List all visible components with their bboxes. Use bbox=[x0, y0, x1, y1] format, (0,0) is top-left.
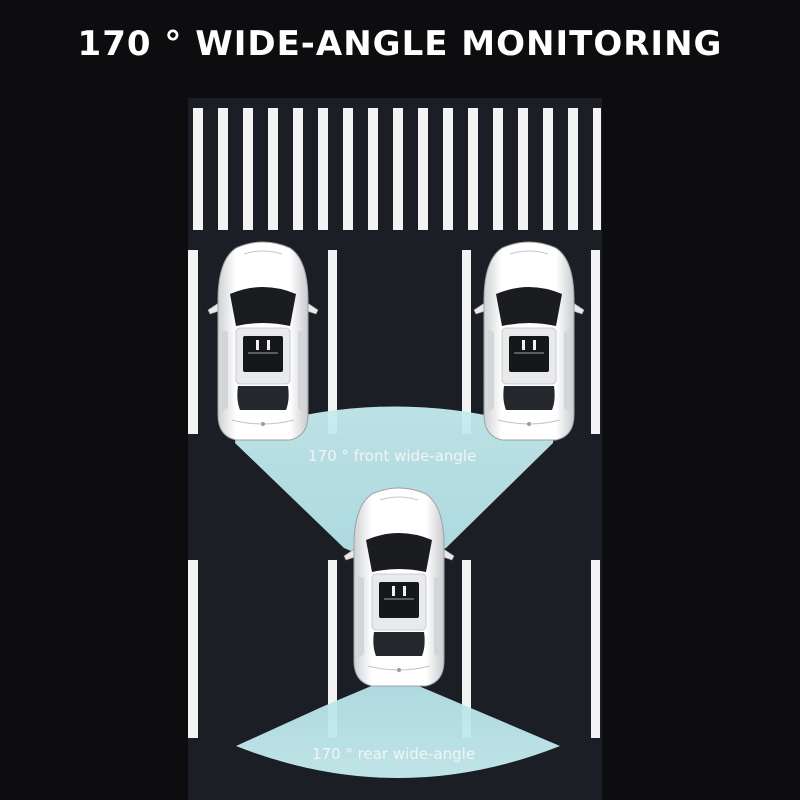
page-title: 170 ° WIDE-ANGLE MONITORING bbox=[77, 24, 723, 64]
center-car bbox=[343, 487, 455, 687]
crosswalk bbox=[193, 108, 601, 230]
rear-wide-angle-label: 170 ° rear wide-angle bbox=[312, 745, 476, 763]
parking-scene bbox=[188, 98, 602, 800]
front-wide-angle-label: 170 ° front wide-angle bbox=[308, 447, 477, 465]
parking-lines-lower bbox=[188, 560, 600, 738]
right-parked-car bbox=[473, 241, 585, 441]
parking-lines-upper bbox=[188, 250, 600, 434]
left-parked-car bbox=[207, 241, 319, 441]
rear-wide-angle-zone bbox=[236, 676, 560, 778]
